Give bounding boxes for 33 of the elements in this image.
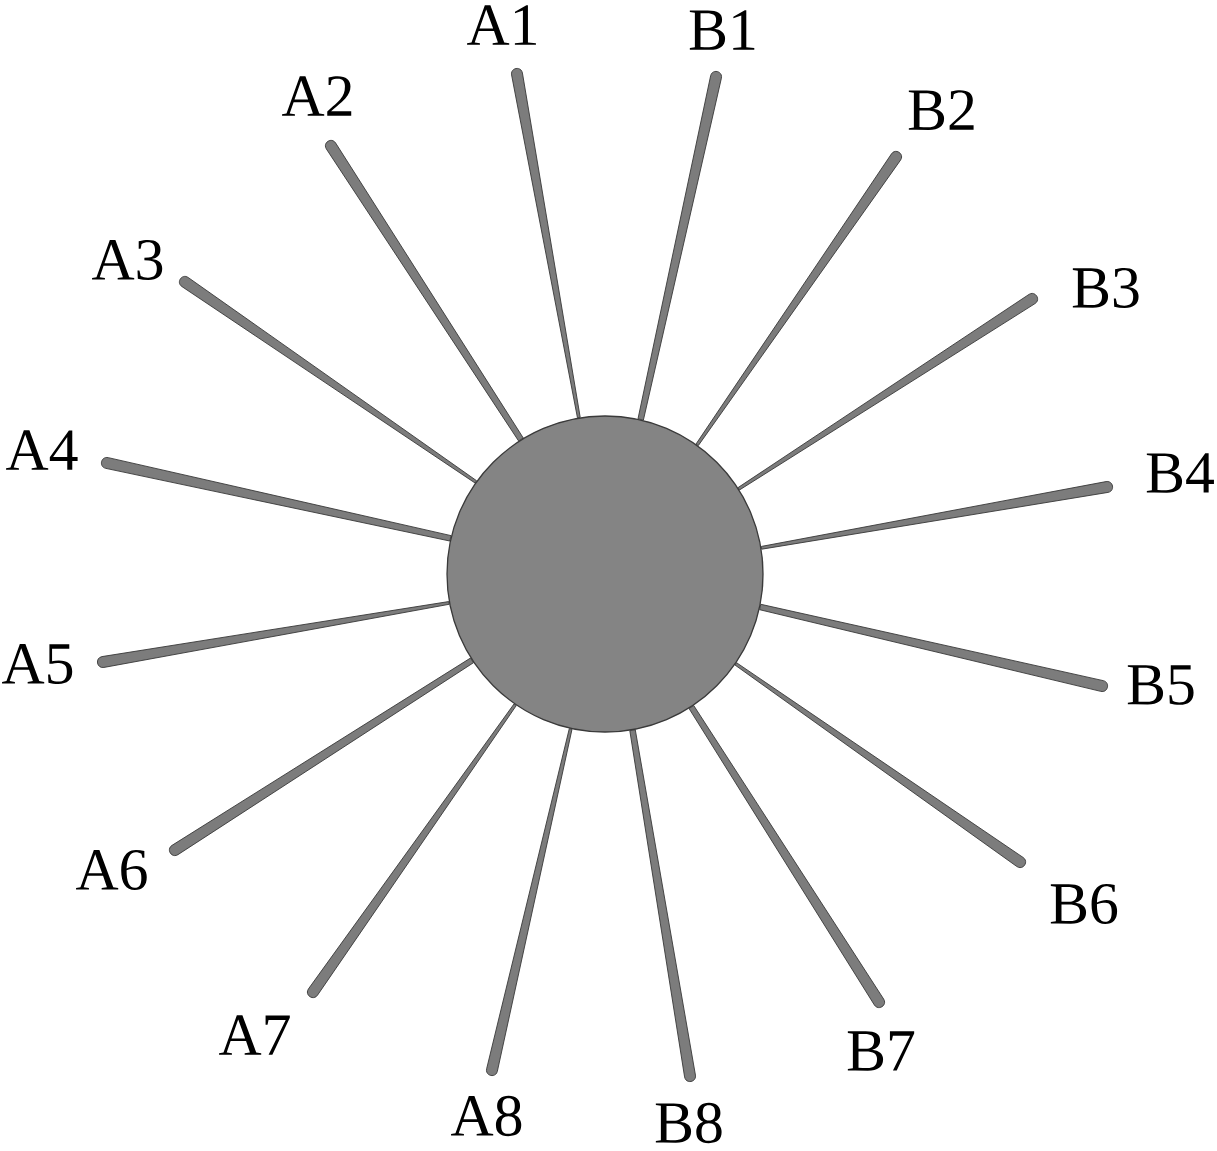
rod bbox=[306, 703, 517, 999]
rod-label: B6 bbox=[1050, 883, 1118, 925]
rod-label: A5 bbox=[2, 643, 73, 684]
rod-label: B4 bbox=[1146, 453, 1214, 493]
rod-label: A4 bbox=[6, 430, 78, 470]
rod-label: A2 bbox=[282, 76, 352, 116]
rod-label: A7 bbox=[219, 1015, 290, 1055]
rod bbox=[168, 657, 474, 857]
rod bbox=[760, 481, 1113, 550]
rod bbox=[637, 70, 722, 421]
rod-label: B8 bbox=[655, 1102, 722, 1144]
rod bbox=[759, 603, 1109, 692]
disc bbox=[446, 415, 764, 733]
rod-label: A8 bbox=[451, 1095, 522, 1137]
rod-label: B3 bbox=[1072, 267, 1139, 309]
rod-label: B2 bbox=[908, 90, 974, 130]
rod-label: B7 bbox=[847, 1031, 915, 1071]
rod bbox=[486, 728, 573, 1077]
rod bbox=[324, 139, 524, 442]
rod bbox=[97, 601, 450, 668]
rod-label: B1 bbox=[689, 10, 755, 50]
rod bbox=[101, 457, 452, 542]
rod bbox=[695, 150, 903, 447]
rod bbox=[511, 68, 581, 419]
rod-label: A6 bbox=[76, 849, 147, 891]
rod-label: B5 bbox=[1127, 665, 1194, 705]
rod bbox=[629, 729, 696, 1082]
rod bbox=[178, 275, 478, 484]
rod-label: A3 bbox=[92, 239, 163, 281]
rod bbox=[734, 662, 1027, 869]
rod bbox=[688, 705, 886, 1009]
rod-label: A1 bbox=[467, 5, 536, 45]
rod bbox=[737, 292, 1039, 491]
